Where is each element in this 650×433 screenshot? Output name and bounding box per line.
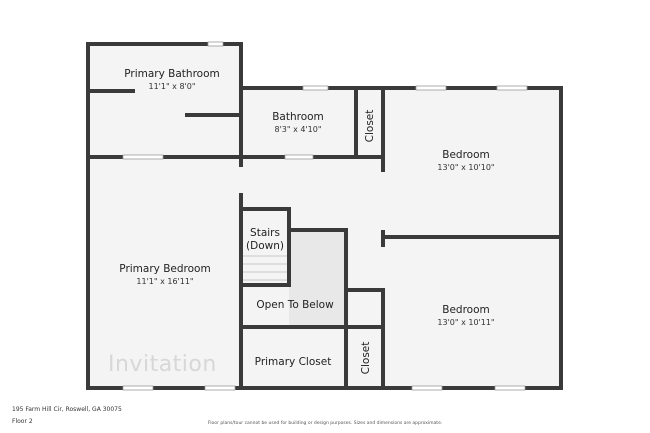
stairs-sublabel: (Down) (246, 240, 284, 252)
windows (122, 41, 528, 391)
primary-bathroom-label: Primary Bathroom (124, 68, 219, 80)
primary-bathroom-dim: 11'1" x 8'0" (148, 82, 195, 91)
primary-bedroom-dim: 11'1" x 16'11" (136, 277, 193, 286)
watermark: Invitation (108, 352, 217, 377)
stairs-label: Stairs (250, 227, 280, 239)
primary-closet-label: Primary Closet (255, 356, 332, 368)
bedroom-bottom-label: Bedroom (442, 304, 490, 316)
floor-fill-left (88, 44, 241, 388)
open-to-below-fill (289, 230, 346, 327)
bathroom-label: Bathroom (272, 111, 324, 123)
open-to-below-label: Open To Below (256, 299, 334, 311)
closet-top-label: Closet (364, 110, 376, 143)
stairs-treads (243, 255, 287, 281)
primary-bedroom-label: Primary Bedroom (119, 263, 210, 275)
bedroom-bottom-dim: 13'0" x 10'11" (437, 318, 494, 327)
closet-bottom-label: Closet (360, 342, 372, 375)
bedroom-top-dim: 13'0" x 10'10" (437, 163, 494, 172)
address-text: 195 Farm Hill Cir, Roswell, GA 30075 (12, 406, 122, 413)
floor-label: Floor 2 (12, 418, 33, 425)
bathroom-dim: 8'3" x 4'10" (274, 125, 321, 134)
bedroom-top-label: Bedroom (442, 149, 490, 161)
disclaimer-text: Floor plans/tour cannot be used for buil… (207, 421, 443, 426)
